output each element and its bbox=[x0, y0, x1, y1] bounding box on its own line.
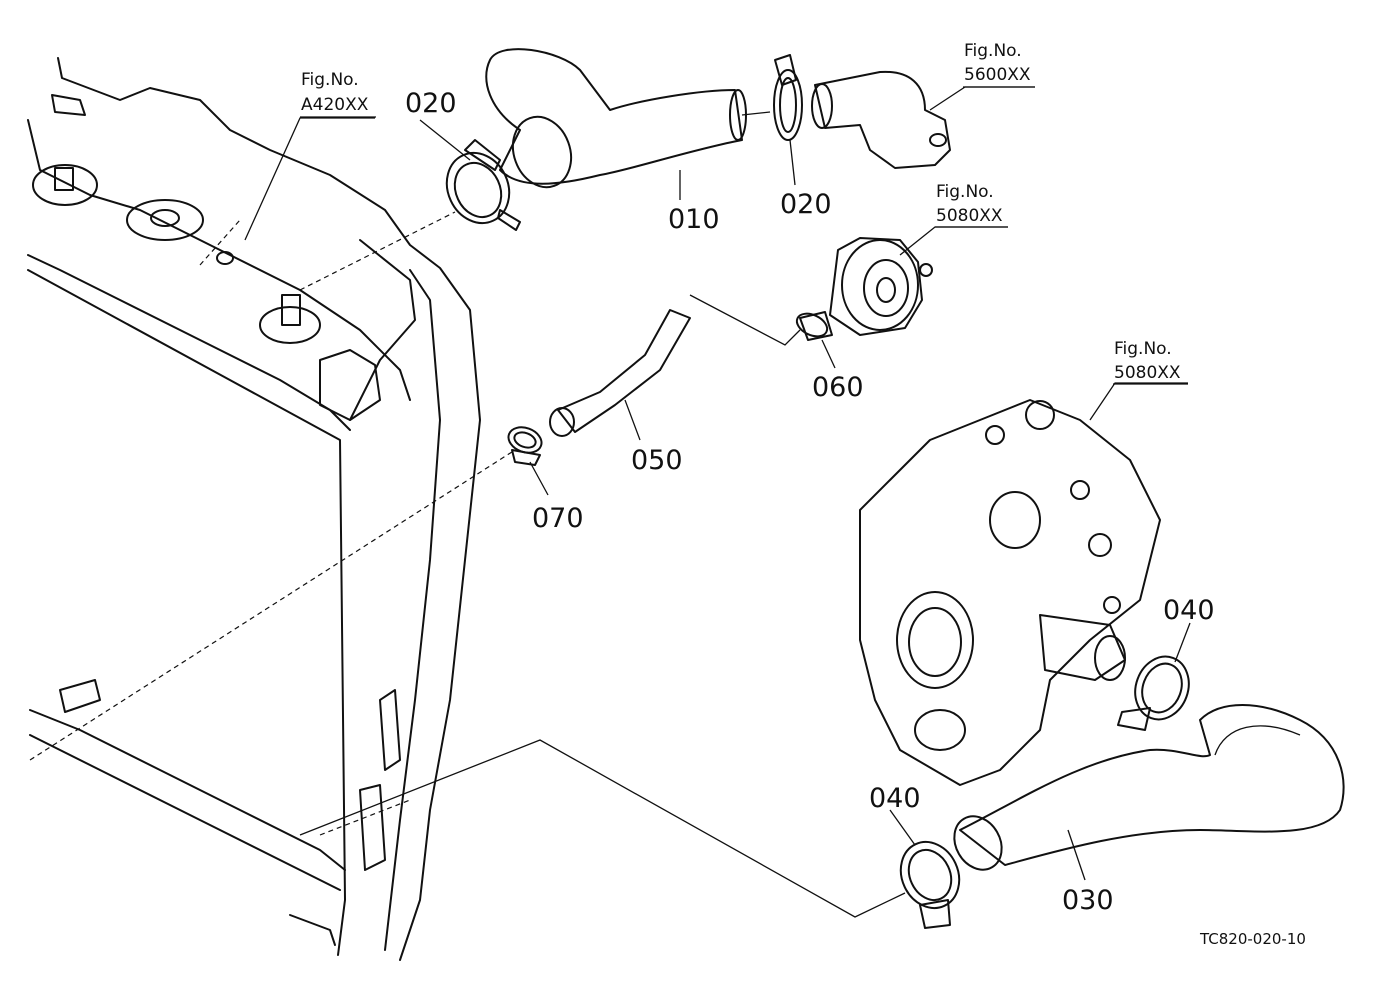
fig-ref-5080xx-right-line2: 5080XX bbox=[1114, 363, 1181, 383]
assembly-guide-lines bbox=[29, 211, 516, 836]
part-label-020-right: 020 bbox=[780, 189, 832, 220]
upper-hose-010 bbox=[485, 48, 771, 189]
hose-clamp-040-top bbox=[1117, 655, 1190, 731]
hose-clamp-070 bbox=[507, 426, 543, 466]
bypass-hose-050 bbox=[549, 294, 801, 437]
hose-clamp-060 bbox=[795, 311, 833, 341]
fig-ref-5600xx: Fig.No. 5600XX bbox=[964, 41, 1031, 85]
hose-clamp-020-left bbox=[445, 139, 521, 231]
radiator bbox=[27, 57, 481, 961]
hose-clamp-040-bottom bbox=[899, 840, 961, 929]
fig-ref-a420xx-line1: Fig.No. bbox=[301, 70, 359, 90]
part-label-070: 070 bbox=[532, 503, 584, 534]
part-label-050: 050 bbox=[631, 445, 683, 476]
water-pump bbox=[829, 237, 933, 336]
fig-ref-a420xx: Fig.No. A420XX bbox=[301, 70, 369, 115]
part-label-020-left: 020 bbox=[405, 88, 457, 119]
fig-ref-a420xx-line2: A420XX bbox=[301, 95, 369, 115]
thermostat-housing bbox=[811, 70, 951, 169]
part-label-030: 030 bbox=[1062, 885, 1114, 916]
fig-ref-underlines bbox=[300, 86, 1188, 385]
fig-ref-5080xx-right-line1: Fig.No. bbox=[1114, 339, 1172, 359]
fig-ref-5600xx-line1: Fig.No. bbox=[964, 41, 1022, 61]
lower-hose-030 bbox=[953, 704, 1345, 871]
fig-ref-5080xx-top-line1: Fig.No. bbox=[936, 182, 994, 202]
drawing-code: TC820-020-10 bbox=[1199, 930, 1306, 948]
part-label-040-bottom: 040 bbox=[869, 783, 921, 814]
part-label-010: 010 bbox=[668, 204, 720, 235]
part-label-060: 060 bbox=[812, 372, 864, 403]
hose-clamp-020-right bbox=[773, 54, 803, 141]
engine-gear-case bbox=[859, 399, 1161, 786]
fig-ref-5080xx-top-line2: 5080XX bbox=[936, 206, 1003, 226]
part-label-040-top: 040 bbox=[1163, 595, 1215, 626]
fig-ref-5080xx-top: Fig.No. 5080XX bbox=[936, 182, 1003, 226]
fig-ref-5080xx-right: Fig.No. 5080XX bbox=[1114, 339, 1181, 383]
fig-ref-5600xx-line2: 5600XX bbox=[964, 65, 1031, 85]
